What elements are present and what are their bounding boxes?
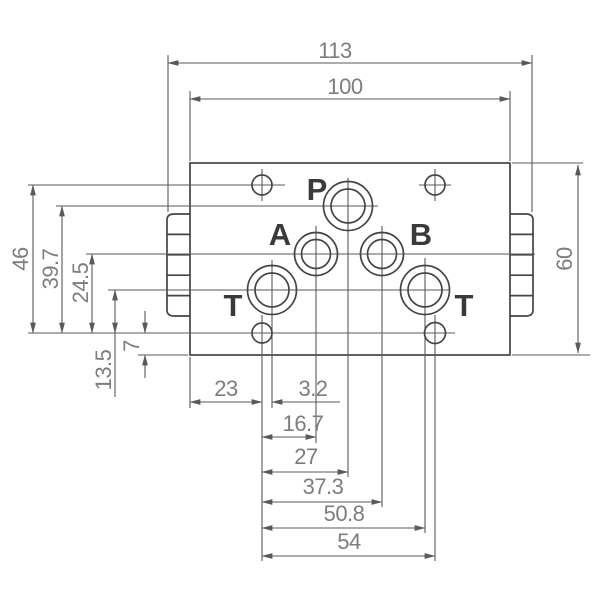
mounting-hole-bottom-right bbox=[423, 321, 447, 345]
port-t-right-label: T bbox=[455, 288, 474, 323]
dimension-13-5: 13.5 bbox=[91, 289, 118, 397]
dimension-46: 46 bbox=[8, 184, 36, 334]
dimension-24-5: 24.5 bbox=[68, 253, 95, 334]
mounting-hole-bottom-left bbox=[251, 322, 273, 344]
port-b-bore bbox=[366, 238, 398, 270]
dimension-7: 7 bbox=[119, 311, 148, 378]
dim-label-46: 46 bbox=[8, 247, 33, 271]
port-a-bore bbox=[300, 238, 332, 270]
dimension-3-2: 3.2 bbox=[271, 376, 340, 405]
dim-label-7: 7 bbox=[119, 340, 144, 352]
left-knurl-outline bbox=[166, 213, 191, 317]
port-t-left-bore bbox=[254, 272, 290, 308]
port-a-label: A bbox=[269, 217, 291, 252]
port-a-counterbore bbox=[293, 231, 339, 277]
plate-outline bbox=[189, 162, 511, 356]
ports bbox=[246, 174, 451, 345]
port-p-counterbore bbox=[322, 180, 374, 232]
dim-label-13-5: 13.5 bbox=[91, 349, 116, 390]
dimension-16-7: 16.7 bbox=[261, 411, 324, 440]
dim-label-16-7: 16.7 bbox=[283, 411, 324, 436]
dimension-39-7: 39.7 bbox=[38, 205, 65, 334]
dimension-23: 23 bbox=[189, 376, 263, 405]
dimension-60: 60 bbox=[552, 164, 581, 354]
mounting-hole-top-left bbox=[251, 174, 273, 196]
dim-label-113: 113 bbox=[318, 38, 352, 63]
dim-label-54: 54 bbox=[337, 529, 361, 554]
dim-label-100: 100 bbox=[327, 74, 362, 99]
left-knurl bbox=[166, 213, 191, 317]
port-labels: P A B T T bbox=[224, 172, 474, 323]
dim-label-60: 60 bbox=[552, 247, 577, 271]
dim-label-50-8: 50.8 bbox=[324, 501, 365, 526]
dimension-37-3: 37.3 bbox=[261, 474, 383, 505]
port-t-left-label: T bbox=[224, 288, 243, 323]
dimension-100: 100 bbox=[189, 74, 511, 102]
port-p-label: P bbox=[307, 172, 328, 207]
right-knurl bbox=[509, 213, 534, 317]
port-t-left-counterbore bbox=[246, 264, 298, 316]
mounting-hole-top-right bbox=[424, 174, 446, 196]
port-b-counterbore bbox=[359, 231, 405, 277]
centerlines bbox=[28, 169, 535, 561]
right-knurl-outline bbox=[509, 213, 534, 317]
dim-label-27: 27 bbox=[294, 444, 318, 469]
port-t-right-counterbore bbox=[399, 264, 451, 316]
dimension-54: 54 bbox=[261, 529, 436, 559]
dim-label-24-5: 24.5 bbox=[68, 262, 93, 303]
dim-label-3-2: 3.2 bbox=[298, 376, 327, 401]
dim-label-37-3: 37.3 bbox=[303, 474, 344, 499]
dim-label-39-7: 39.7 bbox=[38, 248, 63, 289]
port-b-label: B bbox=[410, 217, 432, 252]
dim-label-23: 23 bbox=[214, 376, 238, 401]
port-t-right-bore bbox=[407, 272, 443, 308]
dimension-50-8: 50.8 bbox=[261, 501, 426, 531]
port-p-bore bbox=[330, 188, 366, 224]
plate-body bbox=[166, 162, 534, 356]
dimension-27: 27 bbox=[261, 444, 349, 475]
dimension-113: 113 bbox=[167, 38, 533, 66]
